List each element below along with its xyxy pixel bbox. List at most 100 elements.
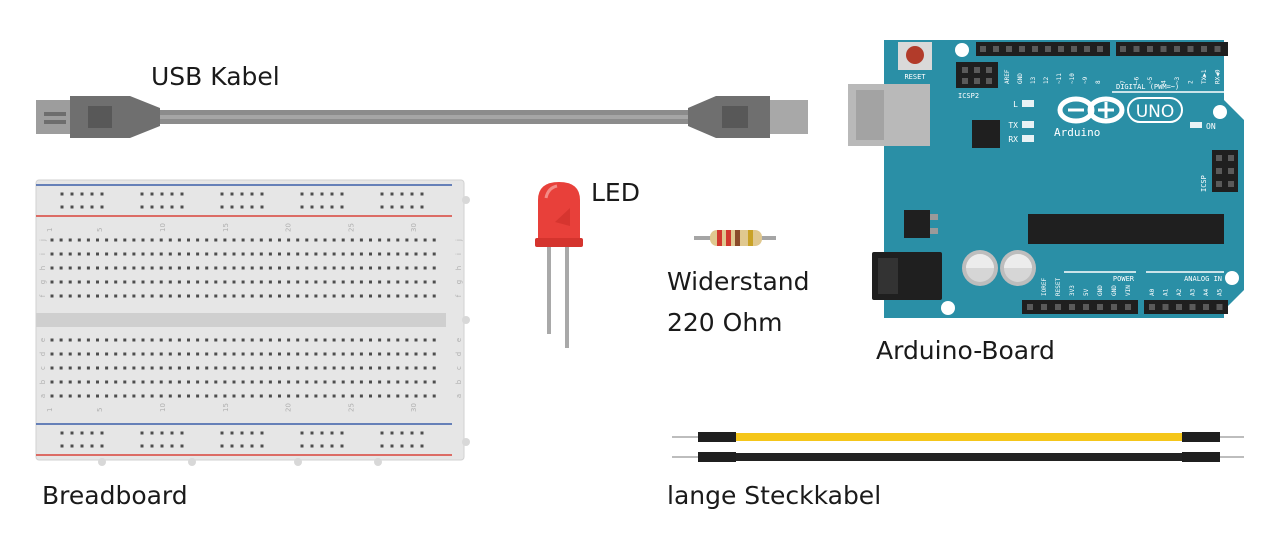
breadboard-hole <box>132 238 136 242</box>
breadboard-hole <box>287 338 291 342</box>
breadboard-hole <box>132 266 136 270</box>
pin <box>962 78 968 84</box>
breadboard-hole <box>414 380 418 384</box>
breadboard-hole <box>432 238 436 242</box>
breadboard-hole <box>332 294 336 298</box>
breadboard-hole <box>414 338 418 342</box>
rail-hole <box>230 192 234 196</box>
rail-hole <box>310 444 314 448</box>
breadboard-hole <box>50 238 54 242</box>
breadboard-hole <box>378 366 382 370</box>
breadboard-hole <box>369 252 372 256</box>
breadboard-hole <box>96 338 99 342</box>
rail-hole <box>260 192 264 196</box>
breadboard-hole <box>50 280 54 284</box>
breadboard-column-number: 1 <box>46 228 54 232</box>
breadboard-hole <box>150 294 154 298</box>
breadboard-hole <box>223 266 227 270</box>
breadboard-hole <box>423 352 427 356</box>
breadboard-hole <box>359 280 363 284</box>
breadboard-row-letter: c <box>455 366 463 370</box>
breadboard-hole <box>359 352 363 356</box>
breadboard-hole <box>332 266 336 270</box>
breadboard-hole <box>278 394 281 398</box>
breadboard-hole <box>432 280 436 284</box>
breadboard-hole <box>405 394 409 398</box>
breadboard-row-letter: f <box>39 294 47 297</box>
rail-hole <box>140 192 144 196</box>
rail-hole <box>390 444 394 448</box>
breadboard-hole <box>105 238 109 242</box>
rail-hole <box>80 192 84 196</box>
breadboard-hole <box>241 280 245 284</box>
breadboard-hole <box>77 394 81 398</box>
breadboard-hole <box>168 266 172 270</box>
breadboard-hole <box>268 394 272 398</box>
pin <box>1147 46 1153 52</box>
breadboard-hole <box>141 394 145 398</box>
breadboard-hole <box>305 252 309 256</box>
breadboard-hole <box>350 266 354 270</box>
breadboard-hole <box>105 338 109 342</box>
breadboard-hole <box>205 266 209 270</box>
breadboard-hole <box>86 266 90 270</box>
breadboard-hole <box>150 266 154 270</box>
breadboard-hole <box>378 352 382 356</box>
breadboard-hole <box>141 238 145 242</box>
pin <box>1189 304 1196 310</box>
breadboard-hole <box>150 238 154 242</box>
breadboard-hole <box>259 338 263 342</box>
pin <box>1162 304 1169 310</box>
breadboard-hole <box>141 338 145 342</box>
pin <box>1120 46 1126 52</box>
rail-hole <box>230 444 234 448</box>
breadboard-row-letter: a <box>39 394 47 398</box>
breadboard-hole <box>187 352 190 356</box>
breadboard-hole <box>59 352 63 356</box>
breadboard-hole <box>314 252 318 256</box>
breadboard-hole <box>96 394 99 398</box>
breadboard-hole <box>132 280 136 284</box>
breadboard-hole <box>86 394 90 398</box>
breadboard-hole <box>250 280 254 284</box>
breadboard-hole <box>59 280 63 284</box>
breadboard-row-letter: h <box>455 266 463 270</box>
breadboard-hole <box>259 266 263 270</box>
rail-hole <box>390 192 394 196</box>
power-pin-label: GND <box>1097 285 1104 296</box>
breadboard-hole <box>196 352 200 356</box>
breadboard-hole <box>423 280 427 284</box>
rail-hole <box>180 444 184 448</box>
rail-hole <box>180 205 184 209</box>
breadboard-hole <box>341 266 345 270</box>
power-pin-label: IOREF <box>1041 278 1048 296</box>
digital-pin-label: RX◀0 <box>1215 69 1222 84</box>
breadboard-hole <box>214 338 218 342</box>
power-pin-label: VIN <box>1125 285 1132 296</box>
breadboard-hole <box>369 366 372 370</box>
pin <box>1216 168 1222 174</box>
breadboard-hole <box>341 252 345 256</box>
rail-hole <box>60 205 64 209</box>
breadboard-hole <box>414 366 418 370</box>
rail-hole <box>60 192 64 196</box>
breadboard-hole <box>268 366 272 370</box>
analog-pin-label: A1 <box>1163 288 1170 296</box>
breadboard-hole <box>50 380 54 384</box>
breadboard-hole <box>123 394 127 398</box>
breadboard-hole <box>177 266 181 270</box>
breadboard-row-letter: e <box>455 338 463 342</box>
breadboard-hole <box>68 380 72 384</box>
rail-hole <box>220 431 224 435</box>
breadboard-hole <box>150 280 154 284</box>
rail-hole <box>240 431 244 435</box>
breadboard-hole <box>396 366 400 370</box>
breadboard-hole <box>250 266 254 270</box>
breadboard-hole <box>278 252 281 256</box>
breadboard-hole <box>114 266 118 270</box>
rail-hole <box>420 205 424 209</box>
rail-hole <box>310 192 314 196</box>
breadboard-hole <box>196 380 200 384</box>
breadboard-hole <box>205 294 209 298</box>
breadboard-hole <box>77 238 81 242</box>
